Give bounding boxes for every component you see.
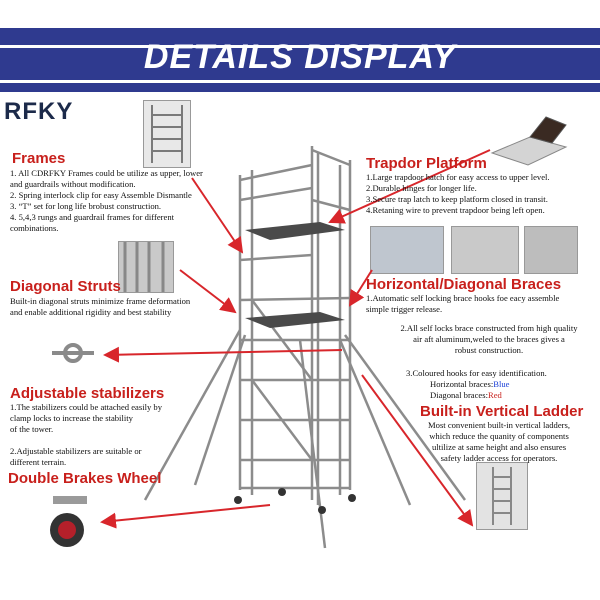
text-line: which reduce the quanity of components	[429, 431, 569, 441]
stabilizers-heading: Adjustable stabilizers	[10, 385, 165, 402]
text-line: of the tower.	[10, 424, 54, 434]
trapdor-heading: Trapdor Platform	[366, 155, 487, 172]
page-title: DETAILS DISPLAY	[143, 38, 457, 76]
banner-stripe	[0, 80, 600, 83]
text-line: clamp locks to increase the stability	[10, 413, 133, 423]
stabilizers-description: 1.The stabilizers could be attached easi…	[10, 402, 210, 468]
text-line: ultilize at same height and also ensures	[431, 442, 567, 452]
frame-photo-icon	[151, 105, 183, 163]
text-line: 1.The stabilizers could be attached easi…	[10, 402, 163, 412]
text-line: 4. 5,4,3 rungs and guardrail frames for …	[10, 212, 175, 222]
braces-heading: Horizontal/Diagonal Braces	[366, 276, 562, 293]
braces-description-3: 3.Coloured hooks for easy identification…	[406, 368, 596, 401]
text-line: and guardrails without modification.	[10, 179, 136, 189]
text-line: 2. Spring interlock clip for easy Assemb…	[10, 190, 192, 200]
text-line: Built-in diagonal struts minimize frame …	[10, 296, 191, 306]
text-line: 1.Large trapdoor hatch for easy access t…	[366, 172, 550, 182]
brace-photo-2	[451, 226, 519, 274]
trapdoor-photo	[490, 113, 568, 168]
horizontal-brace-label: Horizontal braces:	[430, 379, 494, 389]
braces-description-1: 1.Automatic self locking brace hooks foe…	[366, 293, 598, 315]
vertical-ladder-heading: Built-in Vertical Ladder	[420, 403, 584, 420]
banner-stripe	[0, 45, 600, 48]
brace-photo-1	[370, 226, 444, 274]
text-line: simple trigger release.	[366, 304, 443, 314]
text-line: 1. All CDRFKY Frames could be utilize as…	[10, 168, 203, 178]
brand-logo: RFKY	[4, 98, 74, 125]
braces-description-2: 2.All self locks brace constructed from …	[380, 323, 598, 356]
text-line: 3.Secure trap latch to keep platform clo…	[366, 194, 548, 204]
brace-photo-3	[524, 226, 578, 274]
horizontal-brace-line: Horizontal braces:Blue	[406, 379, 596, 390]
text-line: combinations.	[10, 223, 59, 233]
trapdor-description: 1.Large trapdoor hatch for easy access t…	[366, 172, 598, 216]
clamp-photo	[48, 333, 98, 373]
diagonal-brace-label: Diagonal braces:	[430, 390, 488, 400]
clamp-icon	[52, 343, 94, 363]
diagonal-struts-heading: Diagonal Struts	[10, 278, 121, 295]
text-line: 2.Adjustable stabilizers are suitable or	[10, 446, 142, 456]
frame-photo	[143, 100, 191, 168]
vertical-ladder-description: Most convenient built-in vertical ladder…	[400, 420, 598, 464]
text-line: 4.Retaning wire to prevent trapdoor bein…	[366, 205, 545, 215]
horizontal-brace-color: Blue	[493, 379, 510, 389]
text-line: different terrain.	[10, 457, 67, 467]
strut-photo	[118, 241, 174, 293]
text-line: 1.Automatic self locking brace hooks foe…	[366, 293, 560, 303]
diagonal-brace-color: Red	[487, 390, 502, 400]
text-line	[10, 435, 210, 446]
text-line: 3.Coloured hooks for easy identification…	[406, 368, 547, 378]
text-line: robust construction.	[454, 345, 524, 355]
text-line: air aft aluminum,weled to the braces giv…	[413, 334, 565, 344]
frames-heading: Frames	[12, 150, 66, 167]
ladder-photo	[476, 462, 528, 530]
brake-wheel-icon	[50, 496, 87, 547]
trapdoor-icon	[490, 116, 568, 166]
brakes-wheel-heading: Double Brakes Wheel	[8, 470, 162, 487]
text-line: 2.Durable hinges for longer life.	[366, 183, 477, 193]
frames-description: 1. All CDRFKY Frames could be utilize as…	[10, 168, 250, 234]
strut-photo-icon	[123, 242, 165, 292]
wheel-photo	[43, 492, 95, 552]
ladder-icon	[492, 467, 512, 525]
text-line: Most convenient built-in vertical ladder…	[428, 420, 570, 430]
diagonal-struts-description: Built-in diagonal struts minimize frame …	[10, 296, 250, 318]
text-line: and enable additional rigidity and best …	[10, 307, 172, 317]
text-line: 3. “T” set for long life brobust constru…	[10, 201, 162, 211]
text-line: safety ladder access for operators.	[440, 453, 558, 463]
diagonal-brace-line: Diagonal braces:Red	[406, 390, 596, 401]
text-line: 2.All self locks brace constructed from …	[400, 323, 578, 333]
